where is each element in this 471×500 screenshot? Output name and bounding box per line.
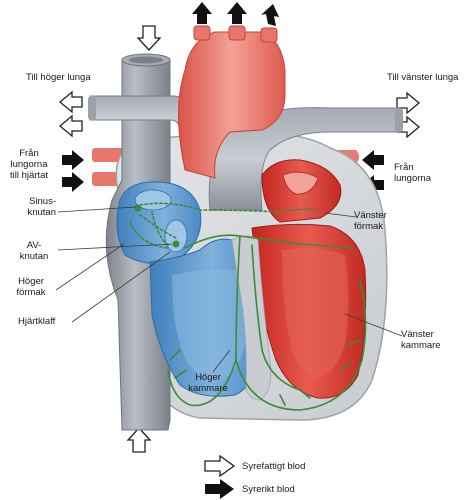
black-arrow-icon: [261, 4, 279, 26]
aorta-outflow-arrows: [192, 2, 279, 26]
black-arrow-icon: [192, 2, 212, 24]
label-line: kammare: [401, 340, 441, 351]
label-line: Höger: [18, 276, 44, 287]
label-right-atrium: Höger förmak: [8, 276, 54, 298]
label-line: förmak: [16, 287, 46, 298]
label-line: till hjärtat: [9, 170, 48, 181]
to-right-lung-arrows: [58, 90, 83, 138]
conduction-system: [129, 202, 367, 411]
septum: [231, 235, 272, 401]
legend-oxygenated: Syrerikt blod: [242, 484, 295, 495]
leader-lines: [55, 206, 403, 373]
aorta-branches: [193, 25, 278, 43]
label-line: knutan: [27, 207, 56, 218]
label-line: lungorna: [10, 159, 48, 170]
av-node: [172, 240, 180, 248]
white-arrow-icon: [136, 25, 162, 51]
label-line: förmak: [354, 221, 384, 232]
legend-black-arrow-icon: [205, 479, 234, 499]
white-arrow-icon: [58, 90, 83, 114]
label-line: knutan: [19, 251, 49, 262]
label-line: lungorna: [394, 173, 431, 184]
label-line: AV-: [26, 240, 42, 251]
black-arrow-icon: [227, 2, 247, 24]
legend-deoxygenated: Syrefattigt blod: [242, 461, 306, 472]
label-to-left-lung: Till vänster lunga: [387, 72, 459, 83]
label-line: Vänster: [401, 329, 434, 340]
label-from-lungs-to-heart: Från lungorna till hjärtat: [2, 148, 56, 181]
label-line: Höger: [195, 372, 221, 383]
label-sinus-node: Sinus- knutan: [2, 196, 56, 218]
black-arrow-icon: [362, 150, 384, 170]
label-line: kammare: [188, 383, 228, 394]
label-line: Sinus-: [29, 196, 56, 207]
from-lungs-left-arrows: [62, 150, 84, 192]
label-heart-valve: Hjärtklaff: [18, 316, 56, 327]
label-to-right-lung: Till höger lunga: [26, 72, 91, 83]
sinus-node: [134, 204, 142, 212]
label-left-atrium: Vänster förmak: [354, 210, 387, 232]
label-right-ventricle: Höger kammare: [180, 372, 236, 394]
label-left-ventricle: Vänster kammare: [401, 329, 441, 351]
label-line: Från: [394, 162, 414, 173]
label-av-node: AV- knutan: [12, 240, 56, 262]
label-from-lungs-right: Från lungorna: [394, 162, 431, 184]
white-arrow-icon: [126, 427, 152, 453]
aorta: [178, 31, 286, 179]
white-arrow-icon: [58, 114, 83, 138]
black-arrow-icon: [62, 172, 84, 192]
legend-white-arrow-icon: [204, 454, 236, 478]
label-line: Från: [19, 148, 39, 159]
label-line: Vänster: [354, 210, 387, 221]
black-arrow-icon: [62, 150, 84, 170]
